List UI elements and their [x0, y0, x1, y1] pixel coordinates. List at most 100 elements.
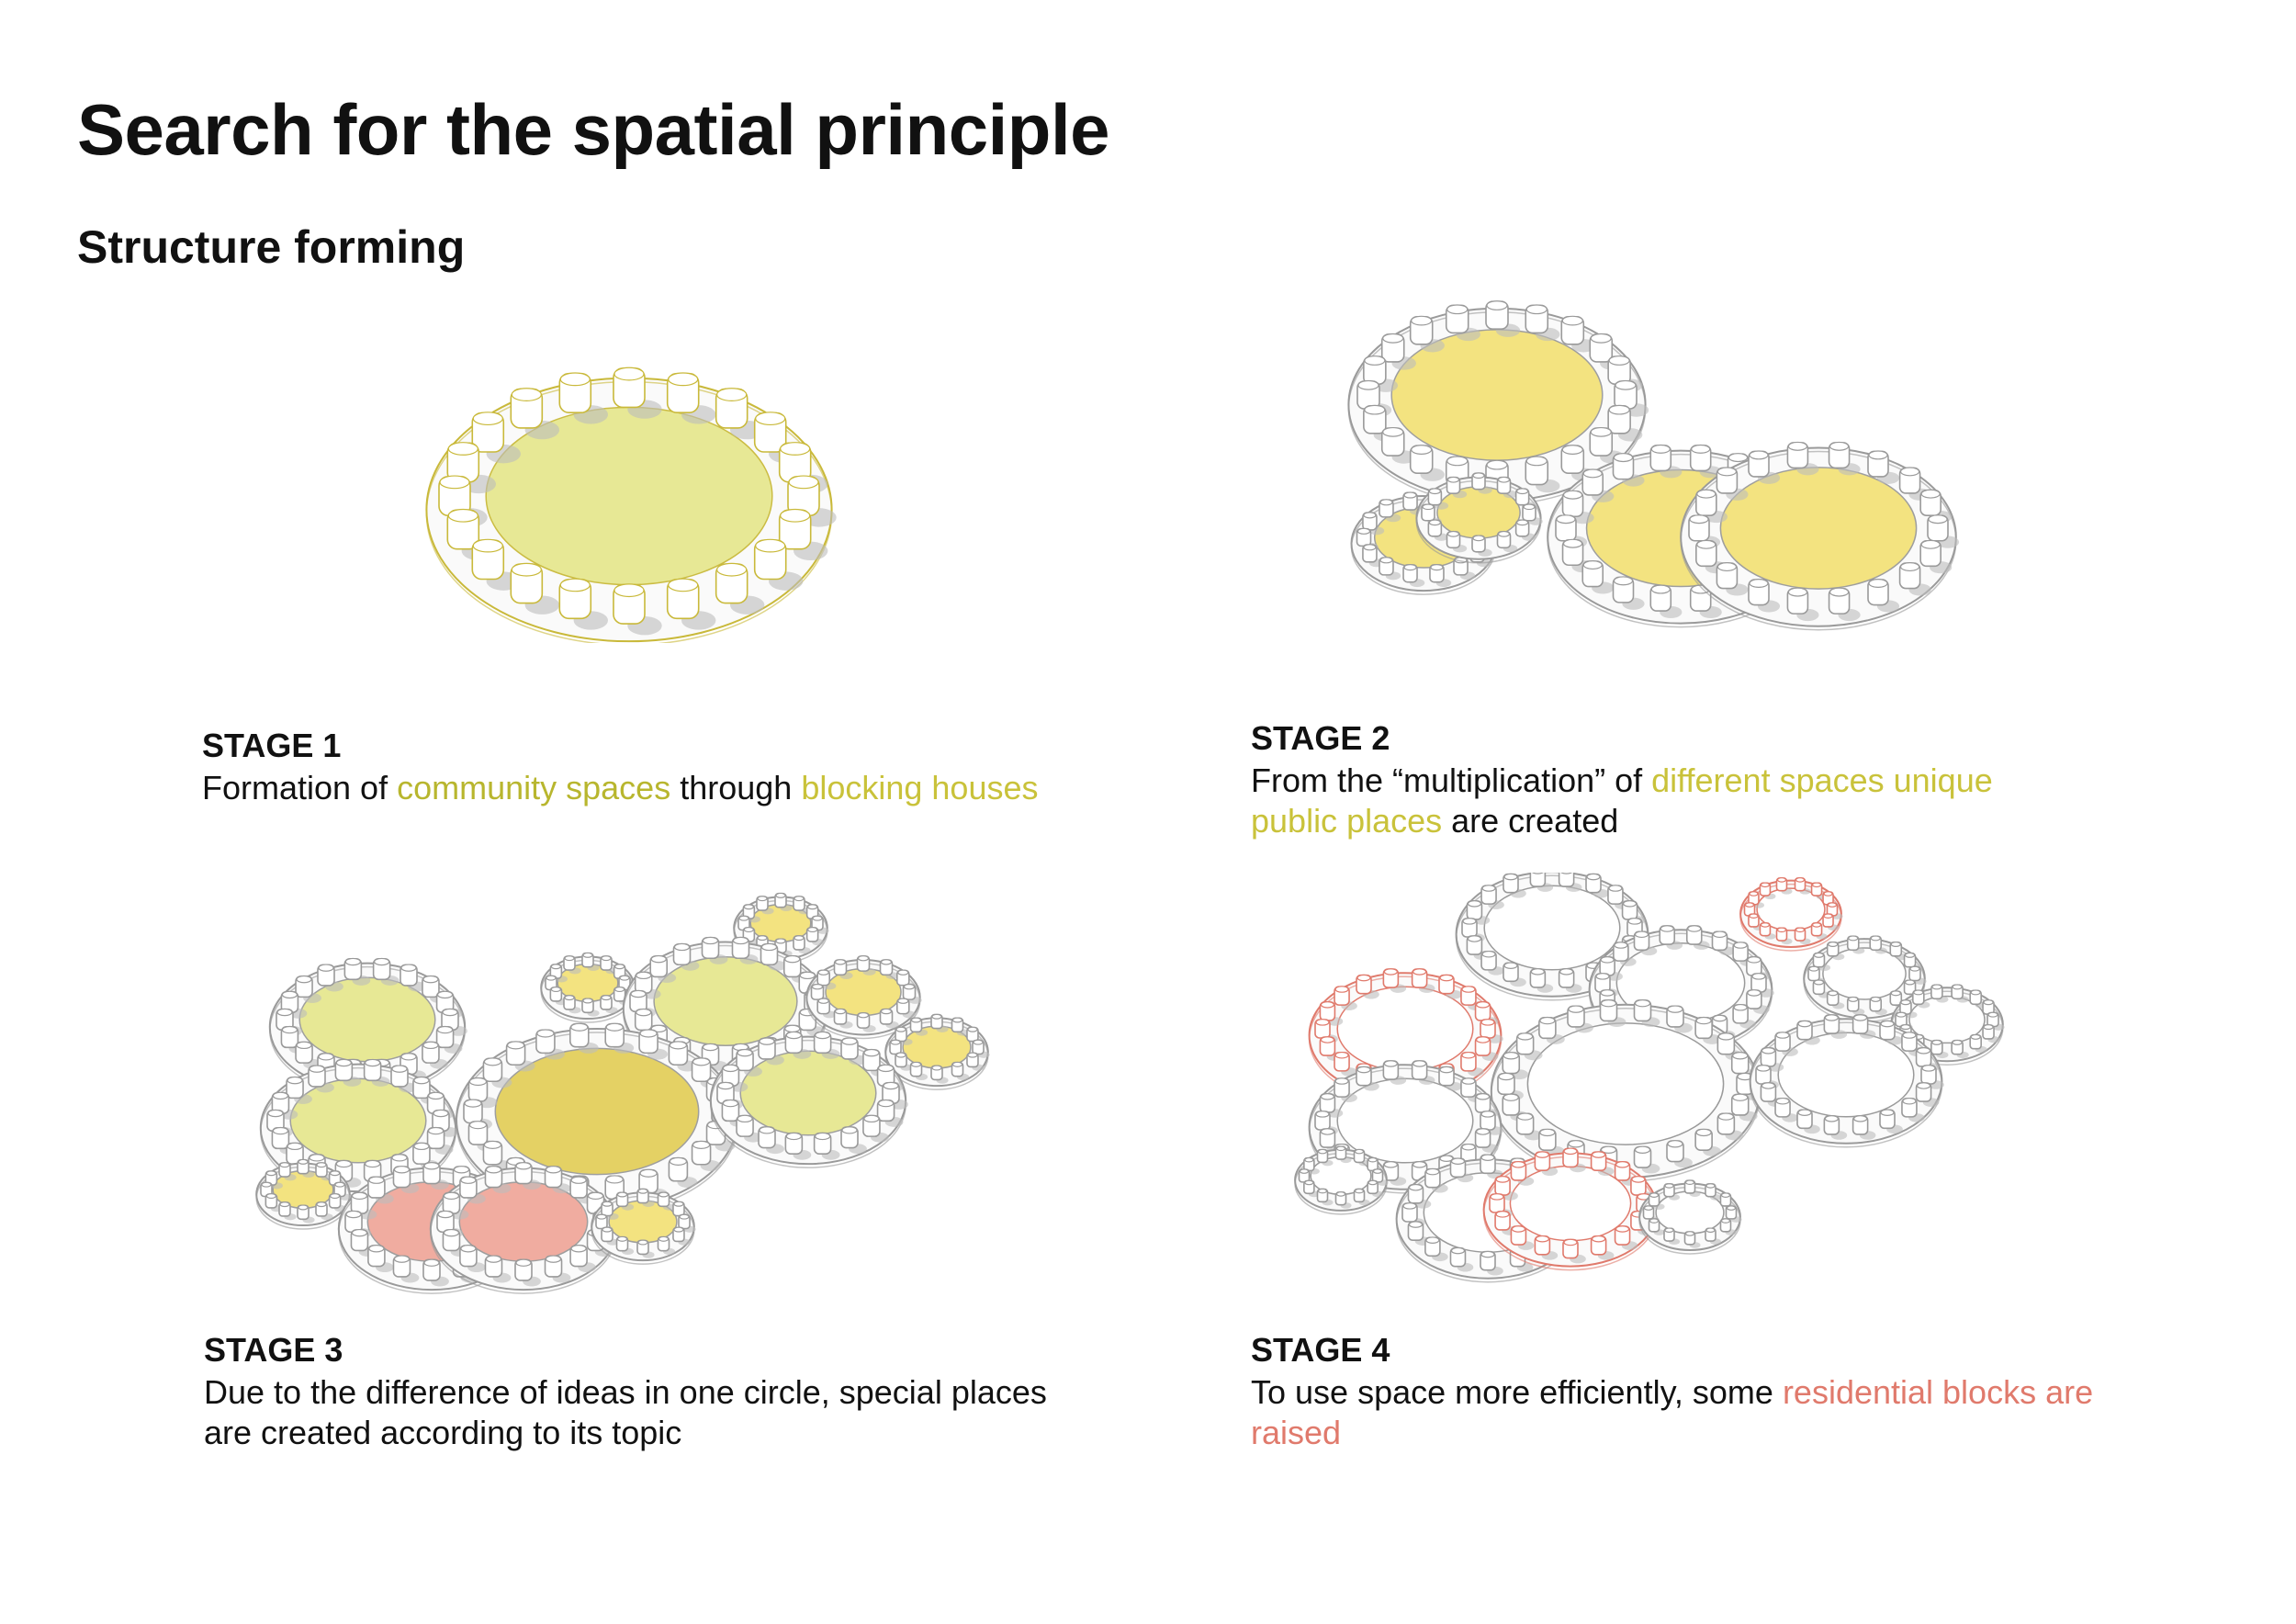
- house-block: [1912, 989, 1930, 1009]
- house-block: [568, 1022, 599, 1054]
- house-block: [367, 1245, 394, 1273]
- house-block: [649, 954, 677, 983]
- house-block: [613, 367, 662, 419]
- house-block: [1663, 1227, 1681, 1246]
- house-block: [1908, 965, 1927, 985]
- house-block: [505, 1041, 535, 1072]
- stage-1-ring: [425, 367, 837, 643]
- house-block: [1810, 922, 1828, 940]
- house-block: [672, 1226, 691, 1246]
- house-block: [1711, 930, 1736, 956]
- house-block: [636, 1188, 655, 1207]
- house-block: [736, 1048, 762, 1077]
- house-block: [1421, 503, 1442, 525]
- house-block: [882, 1081, 908, 1110]
- house-block: [1380, 333, 1416, 370]
- house-block: [1716, 562, 1749, 596]
- house-block: [1633, 930, 1658, 956]
- house-block: [315, 1162, 333, 1181]
- house-block: [1716, 1112, 1744, 1141]
- house-block: [422, 1162, 449, 1190]
- house-block: [736, 1114, 762, 1143]
- house-block: [876, 1099, 904, 1127]
- house-block: [1663, 1183, 1681, 1201]
- stage-4-ring-4: [1890, 984, 2005, 1066]
- house-block: [467, 1077, 498, 1109]
- house-block: [1659, 925, 1683, 950]
- stage-4-caption: STAGE 4 To use space more efficiently, s…: [1251, 1330, 2096, 1453]
- house-block: [563, 955, 581, 975]
- house-block: [1879, 1020, 1903, 1045]
- house-block: [1919, 539, 1953, 574]
- house-block: [569, 1245, 597, 1273]
- stage-2-text-2: are created: [1442, 802, 1619, 840]
- house-block: [1898, 562, 1931, 596]
- house-block: [1683, 1231, 1701, 1248]
- house-block: [1759, 882, 1776, 900]
- house-block: [514, 1162, 541, 1190]
- house-block: [442, 1191, 469, 1220]
- house-block: [1316, 1188, 1334, 1206]
- house-block: [1522, 503, 1543, 525]
- house-block: [1460, 1051, 1484, 1077]
- house-block: [613, 987, 632, 1006]
- house-block: [1867, 579, 1900, 613]
- house-block: [601, 1201, 619, 1220]
- house-block: [1689, 444, 1722, 479]
- house-block: [1319, 1000, 1344, 1026]
- house-block: [1446, 476, 1468, 499]
- house-block: [813, 1132, 840, 1160]
- stage-1-illustration: [395, 340, 872, 643]
- house-block: [1851, 1014, 1876, 1039]
- house-block: [1334, 1191, 1352, 1209]
- house-block: [856, 955, 876, 976]
- house-block: [1581, 560, 1615, 594]
- house-block: [1951, 984, 1969, 1003]
- house-block: [1446, 530, 1468, 553]
- house-block: [1694, 1128, 1722, 1156]
- house-block: [1969, 1033, 1987, 1054]
- house-block: [297, 1204, 315, 1224]
- stage-4-highlight-blocks: residential blocks are raised: [1251, 1373, 2094, 1451]
- house-block: [1424, 1167, 1448, 1193]
- house-block: [1612, 453, 1645, 487]
- house-block: [581, 952, 600, 972]
- house-block: [811, 915, 829, 934]
- stage-3-ring-3: [540, 952, 636, 1023]
- house-block: [1471, 472, 1492, 494]
- house-block: [1411, 1060, 1435, 1085]
- house-block: [1562, 1238, 1586, 1264]
- stage-3-ring-6: [884, 1013, 990, 1090]
- house-block: [1503, 962, 1526, 987]
- house-block: [638, 1168, 669, 1200]
- house-block: [1409, 445, 1445, 481]
- house-block: [840, 1126, 867, 1155]
- house-block: [1930, 1039, 1949, 1059]
- house-block: [758, 1037, 784, 1066]
- house-block: [1502, 1093, 1529, 1122]
- house-block: [1879, 1109, 1903, 1134]
- house-block: [308, 1065, 334, 1093]
- house-block: [701, 936, 728, 964]
- stage-2-ring-large: [1347, 300, 1649, 506]
- house-block: [1633, 999, 1660, 1027]
- house-block: [1867, 450, 1900, 484]
- house-block: [510, 388, 560, 440]
- house-block: [1846, 935, 1865, 954]
- house-block: [760, 942, 787, 971]
- house-block: [334, 1058, 362, 1087]
- house-block: [1746, 989, 1770, 1014]
- house-block: [1356, 1066, 1379, 1091]
- house-block: [1402, 564, 1425, 588]
- house-block: [315, 1201, 333, 1221]
- house-block: [1427, 488, 1449, 510]
- house-block: [390, 1065, 417, 1093]
- house-block: [459, 1176, 486, 1204]
- stage-4-ring-7: [1294, 1145, 1389, 1215]
- stage-3-ring-5: [805, 955, 922, 1040]
- house-block: [1411, 968, 1435, 993]
- house-block: [1688, 514, 1721, 548]
- house-block: [1748, 891, 1765, 908]
- house-block: [666, 578, 716, 630]
- house-block: [264, 1170, 283, 1190]
